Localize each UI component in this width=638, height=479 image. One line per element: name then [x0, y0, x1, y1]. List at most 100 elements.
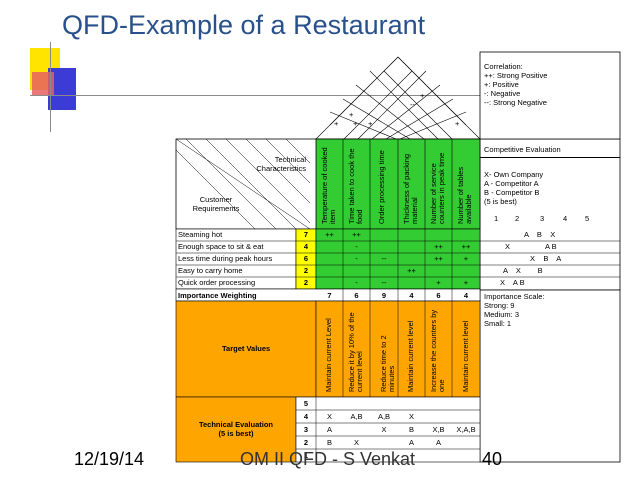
relationship-cell: - [355, 242, 358, 251]
requirement-weight: 7 [303, 230, 309, 239]
roof-mark: + [420, 91, 425, 100]
importance-value: 6 [436, 291, 441, 300]
target-value: Reduce time to 2 minutes [379, 335, 396, 392]
requirement-name: Steaming hot [178, 230, 223, 239]
correlation-roof [315, 56, 481, 140]
competitive-eval-row: X B A [530, 254, 562, 263]
correlation-item: ++: Strong Positive [484, 71, 548, 80]
tech-eval-cell: A [408, 438, 414, 447]
relationship-cell: -- [381, 254, 387, 263]
relationship-cell: + [463, 278, 469, 287]
correlation-legend: Correlation: ++: Strong Positive +: Posi… [484, 62, 547, 107]
scale-tick: 5 [585, 214, 590, 223]
tech-eval-cell: B [326, 438, 332, 447]
requirement-name: Less time during peak hours [178, 254, 273, 263]
relationship-cell: + [436, 278, 441, 287]
relationship-cell: ++ [352, 230, 361, 239]
tech-eval-cell: X,A,B [456, 425, 476, 434]
tech-eval-cell: X [353, 438, 359, 447]
importance-scale-line: Medium: 3 [484, 310, 520, 319]
importance-value: 4 [409, 291, 414, 300]
tech-characteristic: Number of service counters in peak time [429, 152, 446, 224]
footer-date: 12/19/14 [74, 449, 145, 469]
importance-value: 9 [381, 291, 387, 300]
target-value: Reduce it by 10% of the current level [347, 312, 364, 392]
deco-square-red [32, 72, 54, 96]
tech-eval-cell: A [326, 425, 332, 434]
scale-tick: 4 [563, 214, 568, 223]
target-value: Maintain current level [461, 320, 470, 392]
relationship-cell: + [463, 254, 469, 263]
roof-mark: -- [410, 100, 415, 109]
target-value: Maintain current Level [324, 318, 333, 392]
relationship-cell: - [355, 278, 358, 287]
tech-eval-cell: X [326, 412, 332, 421]
importance-scale-line: Importance Scale: [484, 292, 545, 301]
footer-page: 40 [482, 449, 503, 469]
competitive-eval-row: A B X [524, 230, 556, 239]
page-title: QFD-Example of a Restaurant [62, 10, 426, 40]
relationship-cell: ++ [434, 242, 443, 251]
requirement-weight: 2 [303, 266, 309, 275]
requirement-weight: 4 [303, 242, 309, 251]
tech-characteristic: Time taken to cook the food [347, 148, 364, 224]
requirement-name: Easy to carry home [178, 266, 243, 275]
roof-mark: + [349, 110, 354, 119]
footer-center: OM II QFD - S Venkat [240, 449, 416, 469]
roof-mark: + [334, 119, 339, 128]
importance-value: 4 [463, 291, 469, 300]
relationship-cell: - [355, 254, 358, 263]
roof-mark: + [353, 119, 358, 128]
corner-hatch [175, 138, 311, 230]
competitive-eval-row: X A B [500, 278, 525, 287]
importance-label: Importance Weighting [178, 291, 257, 300]
deco-vertical-line [50, 42, 51, 132]
competitive-evaluation-header: Competitive Evaluation [484, 145, 561, 154]
correlation-item: +: Positive [484, 80, 519, 89]
requirement-weight: 6 [303, 254, 309, 263]
tech-eval-level: 4 [303, 412, 309, 421]
correlation-item: -: Negative [484, 89, 521, 98]
tech-characteristic: Number of tables available [456, 166, 473, 224]
tech-characteristic: Temperature of cooked item [320, 147, 337, 224]
competitive-legend: X- Own Company A - Competitor A B - Comp… [484, 170, 543, 206]
target-value: Increase the counters by one [429, 309, 446, 392]
correlation-heading: Correlation: [484, 62, 523, 71]
scale-tick: 3 [540, 214, 545, 223]
technical-evaluation-label: Technical Evaluation (5 is best) [198, 420, 274, 438]
requirement-name: Quick order processing [178, 278, 256, 287]
legend-item: B - Competitor B [484, 188, 540, 197]
tech-eval-cell: A,B [377, 412, 391, 421]
legend-item: X- Own Company [484, 170, 544, 179]
technical-characteristics-label: Technical Characteristics [256, 155, 306, 173]
roof-mark: + [455, 119, 460, 128]
relationship-cell: ++ [461, 242, 471, 251]
competitive-eval-row: X A B [505, 242, 557, 251]
target-values-label: Target Values [222, 344, 271, 353]
tech-eval-level: 5 [303, 399, 309, 408]
tech-characteristic: Thickness of packing material [402, 153, 419, 224]
relationship-cell: ++ [325, 230, 334, 239]
requirement-name: Enough space to sit & eat [178, 242, 264, 251]
relationship-cell: -- [381, 278, 387, 287]
customer-requirements-label: Customer Requirements [192, 195, 240, 213]
tech-eval-cell: X,B [432, 425, 445, 434]
legend-item: (5 is best) [484, 197, 517, 206]
tech-eval-cell: A [435, 438, 441, 447]
tech-eval-cell: A,B [350, 412, 363, 421]
tech-eval-cell: B [408, 425, 414, 434]
importance-scale-line: Strong: 9 [484, 301, 515, 310]
correlation-item: --: Strong Negative [484, 98, 547, 107]
tech-eval-level: 2 [303, 438, 309, 447]
tech-characteristic: Order processing time [377, 150, 386, 224]
importance-scale-line: Small: 1 [484, 319, 512, 328]
importance-value: 7 [327, 291, 332, 300]
tech-eval-cell: X [381, 425, 387, 434]
legend-item: A - Competitor A [484, 179, 539, 188]
requirement-weight: 2 [303, 278, 309, 287]
scale-tick: 1 [494, 214, 499, 223]
relationship-cell: ++ [434, 254, 443, 263]
relationship-cell: ++ [407, 266, 416, 275]
roof-mark: + [368, 119, 373, 128]
